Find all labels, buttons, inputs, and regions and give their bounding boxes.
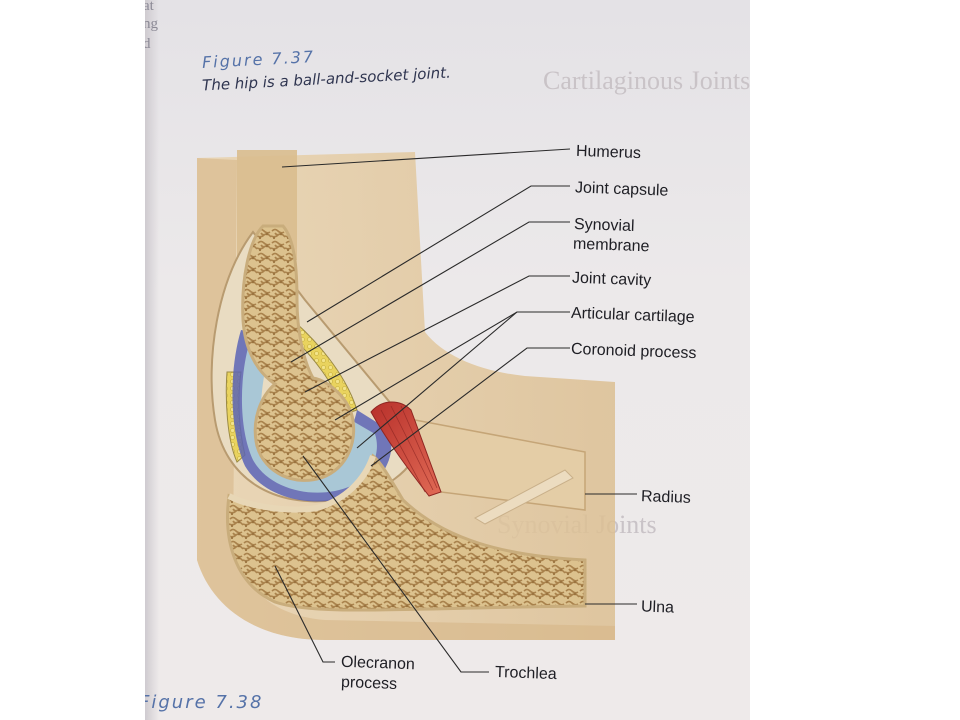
label-trochlea: Trochlea [494, 663, 557, 684]
leader-joint-cavity [304, 275, 570, 393]
radius-tendon [473, 469, 574, 525]
leader-humerus [281, 148, 571, 168]
label-synovial-membrane-line1: Synovial [573, 215, 635, 236]
label-humerus: Humerus [575, 142, 642, 163]
label-radius: Radius [640, 488, 692, 507]
leader-joint-capsule [306, 185, 570, 323]
ulna-cortex [227, 454, 376, 513]
humerus-bone [241, 224, 356, 482]
leader-articular-cartilage-2 [356, 311, 518, 449]
leader-olecranon [274, 565, 335, 663]
elbow-joint-diagram [197, 148, 637, 673]
figure-number-next: Figure 7.38 [145, 692, 264, 713]
page-gutter-shadow [145, 0, 159, 720]
leader-synovial-membrane [290, 221, 570, 363]
label-joint-cavity: Joint cavity [571, 269, 652, 290]
margin-text-fragment: at [145, 0, 154, 14]
label-ulna: Ulna [640, 598, 675, 617]
label-olecranon-process-line2: process [340, 674, 398, 693]
label-synovial-membrane-line2: membrane [572, 235, 650, 256]
margin-text-fragment: d [145, 36, 151, 52]
margin-text-fragment: ng [145, 16, 158, 32]
brachialis-muscle [370, 401, 442, 497]
show-through-heading: Cartilaginous Joints [543, 66, 750, 95]
leader-trochlea [302, 455, 489, 673]
label-joint-capsule: Joint capsule [574, 179, 669, 200]
leader-coronoid-process [370, 347, 570, 467]
textbook-page: at ng d Cartilaginous Joints Synovial Jo… [145, 0, 750, 720]
label-olecranon-process-line1: Olecranon [340, 653, 416, 674]
arm-outer-shadow [197, 158, 615, 640]
